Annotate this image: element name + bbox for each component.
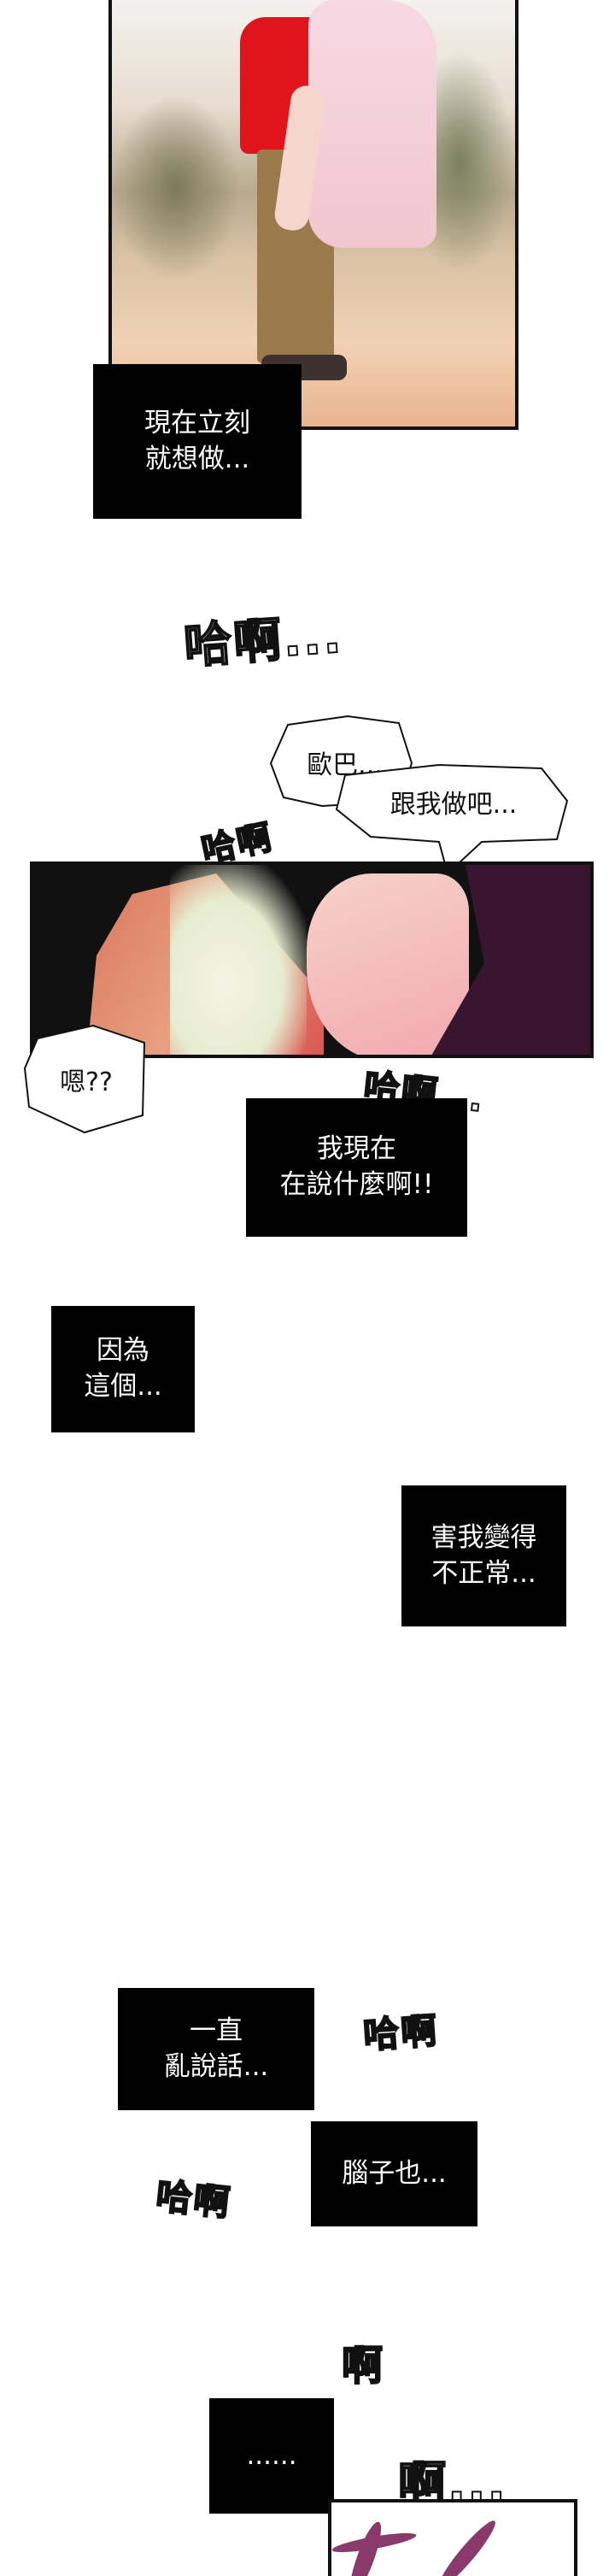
speech-bubble: 嗯?? <box>23 1024 148 1134</box>
light-gap <box>170 865 307 1055</box>
bubble-text: 跟我做吧... <box>390 790 518 820</box>
sound-effect: 哈啊 <box>153 2174 234 2226</box>
hair-strand <box>433 2515 501 2576</box>
sound-effect: 哈啊... <box>181 608 345 676</box>
bubble-shape <box>23 1024 146 1134</box>
bubble-text: 嗯?? <box>60 1067 113 1097</box>
caption-box: 害我變得 不正常... <box>401 1485 566 1626</box>
caption-box: 腦子也... <box>311 2121 477 2226</box>
panel-bottom-hair <box>328 2499 577 2576</box>
woman-face <box>307 873 469 1055</box>
bubble-shape <box>335 763 569 875</box>
sound-effect: 哈啊 <box>361 2008 441 2057</box>
blurred-trees-left <box>112 94 240 282</box>
woman-dress <box>308 0 436 248</box>
sound-effect: 啊 <box>341 2341 385 2391</box>
panel-couple-street <box>108 0 518 430</box>
caption-box: 現在立刻 就想做... <box>93 364 302 519</box>
caption-box: ...... <box>209 2398 334 2514</box>
panel-faces-closeup <box>30 862 594 1058</box>
caption-box: 我現在 在說什麼啊!! <box>246 1098 467 1237</box>
caption-box: 因為 這個... <box>51 1306 195 1432</box>
caption-box: 一直 亂說話... <box>118 1988 314 2110</box>
speech-bubble: 跟我做吧... <box>335 758 571 875</box>
